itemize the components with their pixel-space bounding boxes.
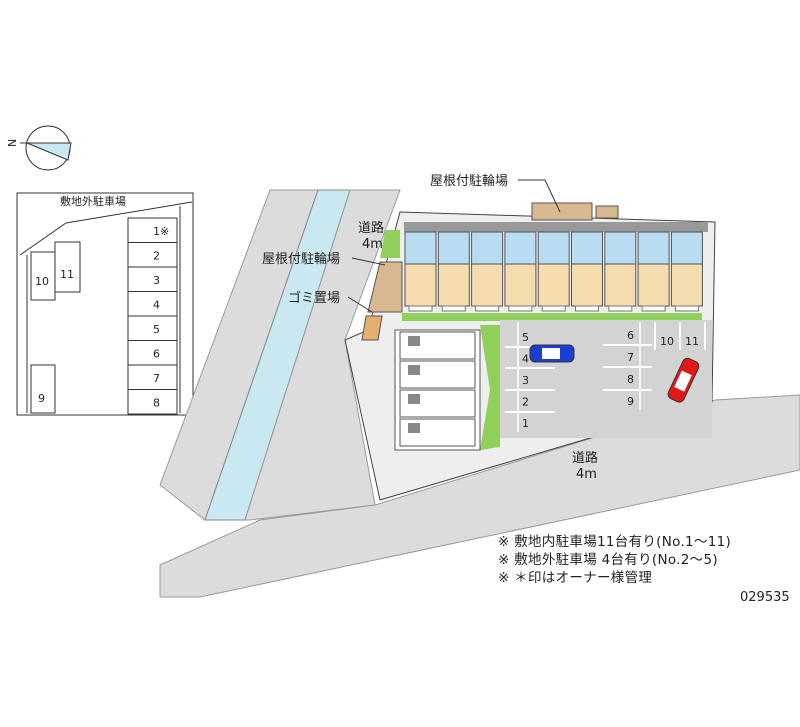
unit-room: [604, 263, 637, 307]
green-lawn: [480, 325, 500, 450]
property-code: 029535: [740, 590, 790, 605]
offsite-slot-label: 5: [153, 323, 160, 336]
green-left: [380, 230, 400, 258]
offsite-slot-label: 6: [153, 348, 160, 361]
unit-room: [471, 263, 504, 307]
offsite-slot-label: 3: [153, 274, 160, 287]
unit-wet-area: [571, 231, 603, 265]
bike-parking-top-area: [531, 202, 593, 221]
building-top: [404, 222, 708, 312]
unit-wet-area: [604, 231, 637, 265]
offsite-slot-label: 2: [153, 250, 160, 263]
offsite-slot: [127, 242, 178, 268]
unit-wet-area: [404, 231, 437, 265]
label-road-bottom-width: 4m: [576, 467, 597, 482]
offsite-parking-inset: 敷地外駐車場 1※ 2 3 4 5 6 7 8 10 11 9: [16, 192, 194, 416]
note-owner-managed: ※ ＊印はオーナー様管理: [498, 570, 653, 586]
unit-room: [537, 263, 570, 307]
unit-room: [670, 263, 703, 307]
compass-icon: N: [6, 125, 72, 171]
unit-wet-area: [670, 231, 703, 265]
parking-slot-label: 5: [522, 331, 529, 344]
offsite-slot-10: 10: [35, 275, 49, 288]
parking-slot-label: 10: [660, 335, 674, 348]
parking-slot-label: 8: [627, 373, 634, 386]
label-road-bottom-name: 道路: [572, 450, 598, 466]
unit-wet-area: [537, 231, 570, 265]
label-bike-parking-top: 屋根付駐輪場: [430, 173, 508, 189]
offsite-slot: [127, 291, 178, 317]
unit-room: [504, 263, 537, 307]
note-offsite-parking: ※ 敷地外駐車場 4台有り(No.2〜5): [498, 552, 718, 568]
offsite-slot-label: 8: [153, 397, 160, 410]
unit-room: [404, 263, 437, 307]
blue-car-icon: [529, 344, 575, 363]
green-strip: [402, 313, 702, 321]
parking-slot-label: 1: [522, 417, 529, 430]
offsite-slot: [127, 340, 178, 366]
offsite-slot-9: 9: [38, 392, 45, 405]
offsite-slot-label: 1※: [153, 225, 169, 238]
offsite-slot-label: 4: [153, 299, 160, 312]
unit-wet-area: [637, 231, 670, 265]
bike-parking-left-area: [367, 261, 403, 313]
unit-wet-area: [471, 231, 504, 265]
label-bike-parking-left: 屋根付駐輪場: [262, 251, 340, 267]
unit-wet-area: [437, 231, 470, 265]
parking-slot-label: 7: [627, 351, 634, 364]
parking-slot-label: 2: [522, 396, 529, 409]
road-bottom: [159, 394, 800, 598]
parking-slot-label: 6: [627, 329, 634, 342]
unit-room: [437, 263, 470, 307]
offsite-slot-label: 7: [153, 372, 160, 385]
unit-room: [637, 263, 670, 307]
note-onsite-parking: ※ 敷地内駐車場11台有り(No.1〜11): [498, 534, 732, 550]
north-label: N: [6, 139, 19, 147]
label-road-top-width: 4m: [362, 237, 383, 252]
unit-room: [571, 263, 603, 307]
parking-slot-label: 3: [522, 374, 529, 387]
offsite-parking-title: 敷地外駐車場: [60, 194, 126, 208]
label-road-top-name: 道路: [358, 220, 384, 236]
unit-wet-area: [504, 231, 537, 265]
garbage-area: [361, 315, 383, 341]
parking-slot-label: 11: [685, 335, 699, 348]
offsite-slot: [127, 389, 178, 415]
parking-slot-label: 4: [522, 353, 529, 366]
parking-slot-label: 9: [627, 395, 634, 408]
label-garbage: ゴミ置場: [288, 290, 340, 306]
red-car-icon: [667, 357, 700, 403]
offsite-slot-11: 11: [60, 268, 74, 281]
